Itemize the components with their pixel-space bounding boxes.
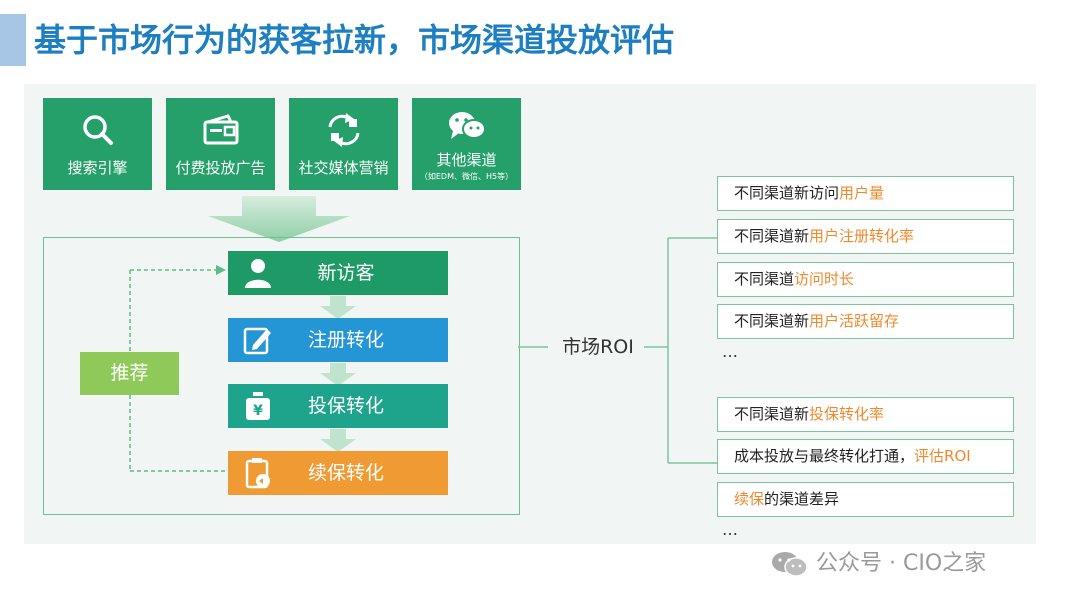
big-down-arrow	[208, 196, 350, 242]
metric-item: 不同渠道新访问用户量	[717, 176, 1014, 211]
metric-ellipsis: …	[722, 520, 739, 539]
channel-tile-other: 其他渠道 （如EDM、微信、H5等）	[412, 98, 521, 190]
metric-item: 续保的渠道差异	[717, 482, 1014, 517]
funnel-step-new-visitor: 新访客	[228, 251, 448, 295]
metric-text: 不同渠道新	[734, 227, 810, 245]
metric-item: 不同渠道访问时长	[717, 262, 1014, 297]
funnel-step-registration: 注册转化	[228, 318, 448, 362]
metric-text: 不同渠道新	[734, 405, 810, 423]
edit-icon	[242, 324, 274, 356]
market-roi-label: 市场ROI	[562, 336, 634, 358]
step-arrow-icon	[320, 363, 356, 386]
channel-label: 其他渠道	[436, 151, 497, 169]
channel-tile-paid-ads: 付费投放广告	[166, 98, 275, 190]
metric-item: 不同渠道新用户注册转化率	[717, 219, 1014, 254]
money-bag-icon: ¥	[242, 390, 274, 422]
watermark-text: 公众号 · CIO之家	[816, 551, 987, 576]
metric-text: 的渠道差异	[764, 490, 840, 508]
renewal-icon	[242, 457, 274, 489]
channel-label: 社交媒体营销	[298, 159, 389, 177]
channel-sublabel: （如EDM、微信、H5等）	[419, 172, 514, 181]
channel-label: 搜索引擎	[67, 159, 128, 177]
roi-connector	[518, 237, 717, 464]
step-arrow-icon	[320, 296, 356, 319]
funnel-step-renewal: 续保转化	[228, 451, 448, 495]
wallet-icon	[166, 112, 275, 148]
metric-highlight: 评估ROI	[914, 447, 971, 465]
metric-text: 不同渠道	[734, 270, 795, 288]
channel-label: 付费投放广告	[175, 159, 266, 177]
channel-tile-search: 搜索引擎	[43, 98, 152, 190]
metric-highlight: 访问时长	[794, 270, 855, 288]
funnel-step-purchase: ¥ 投保转化	[228, 384, 448, 428]
metric-ellipsis: …	[722, 342, 739, 361]
metric-highlight: 投保转化率	[809, 405, 885, 423]
metric-highlight: 用户注册转化率	[809, 227, 915, 245]
metric-item: 不同渠道新用户活跃留存	[717, 304, 1014, 339]
funnel-step-label: 新访客	[317, 262, 375, 284]
funnel-step-label: 投保转化	[307, 395, 384, 417]
user-icon	[242, 257, 274, 289]
metric-text: 不同渠道新访问	[734, 184, 840, 202]
funnel-container	[43, 237, 520, 515]
chat-bubbles-icon	[412, 108, 521, 144]
recommend-connector	[129, 265, 226, 472]
title-accent-bar	[0, 14, 26, 66]
page-title: 基于市场行为的获客拉新，市场渠道投放评估	[34, 21, 675, 59]
channel-tile-social: 社交媒体营销	[289, 98, 398, 190]
svg-text:¥: ¥	[253, 403, 263, 419]
metric-item: 成本投放与最终转化打通，评估ROI	[717, 439, 1014, 474]
metric-item: 不同渠道新投保转化率	[717, 397, 1014, 432]
recommend-box: 推荐	[80, 352, 179, 395]
wechat-icon	[772, 552, 808, 577]
search-icon	[43, 112, 152, 148]
step-arrow-icon	[320, 429, 356, 452]
share-icon	[289, 112, 398, 148]
metric-highlight: 用户量	[839, 184, 885, 202]
metric-text: 成本投放与最终转化打通，	[734, 447, 915, 465]
watermark: 公众号 · CIO之家	[770, 548, 986, 580]
metric-highlight: 用户活跃留存	[809, 312, 900, 330]
funnel-step-label: 续保转化	[307, 462, 384, 484]
metric-text: 不同渠道新	[734, 312, 810, 330]
funnel-step-label: 注册转化	[307, 329, 384, 351]
metric-highlight: 续保	[734, 490, 765, 508]
